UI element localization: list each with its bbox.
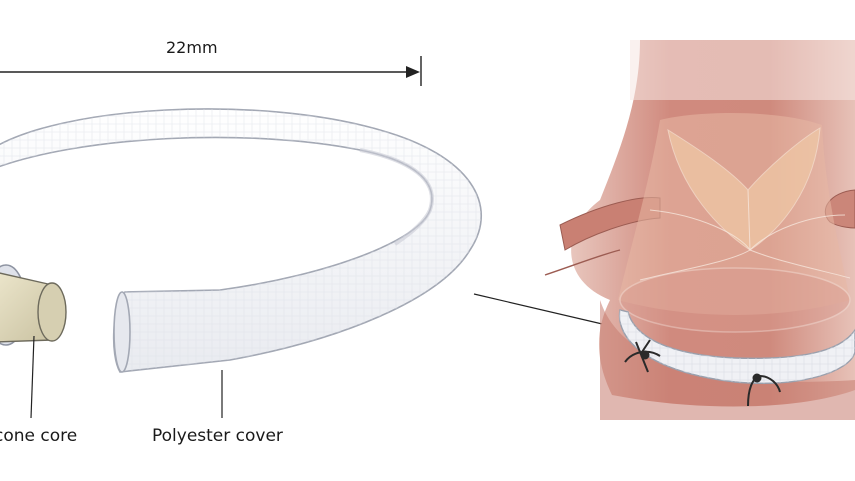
dimension-line (0, 56, 422, 86)
cover-label: Polyester cover (152, 426, 283, 446)
heart-illustration (544, 40, 855, 420)
dimension-label: 22mm (166, 38, 218, 57)
core-label: cone core (0, 426, 78, 446)
ring-cut-end (113, 291, 131, 373)
ring-illustration (0, 108, 482, 373)
valve-leaflets (667, 127, 821, 251)
core-leader (30, 335, 35, 419)
